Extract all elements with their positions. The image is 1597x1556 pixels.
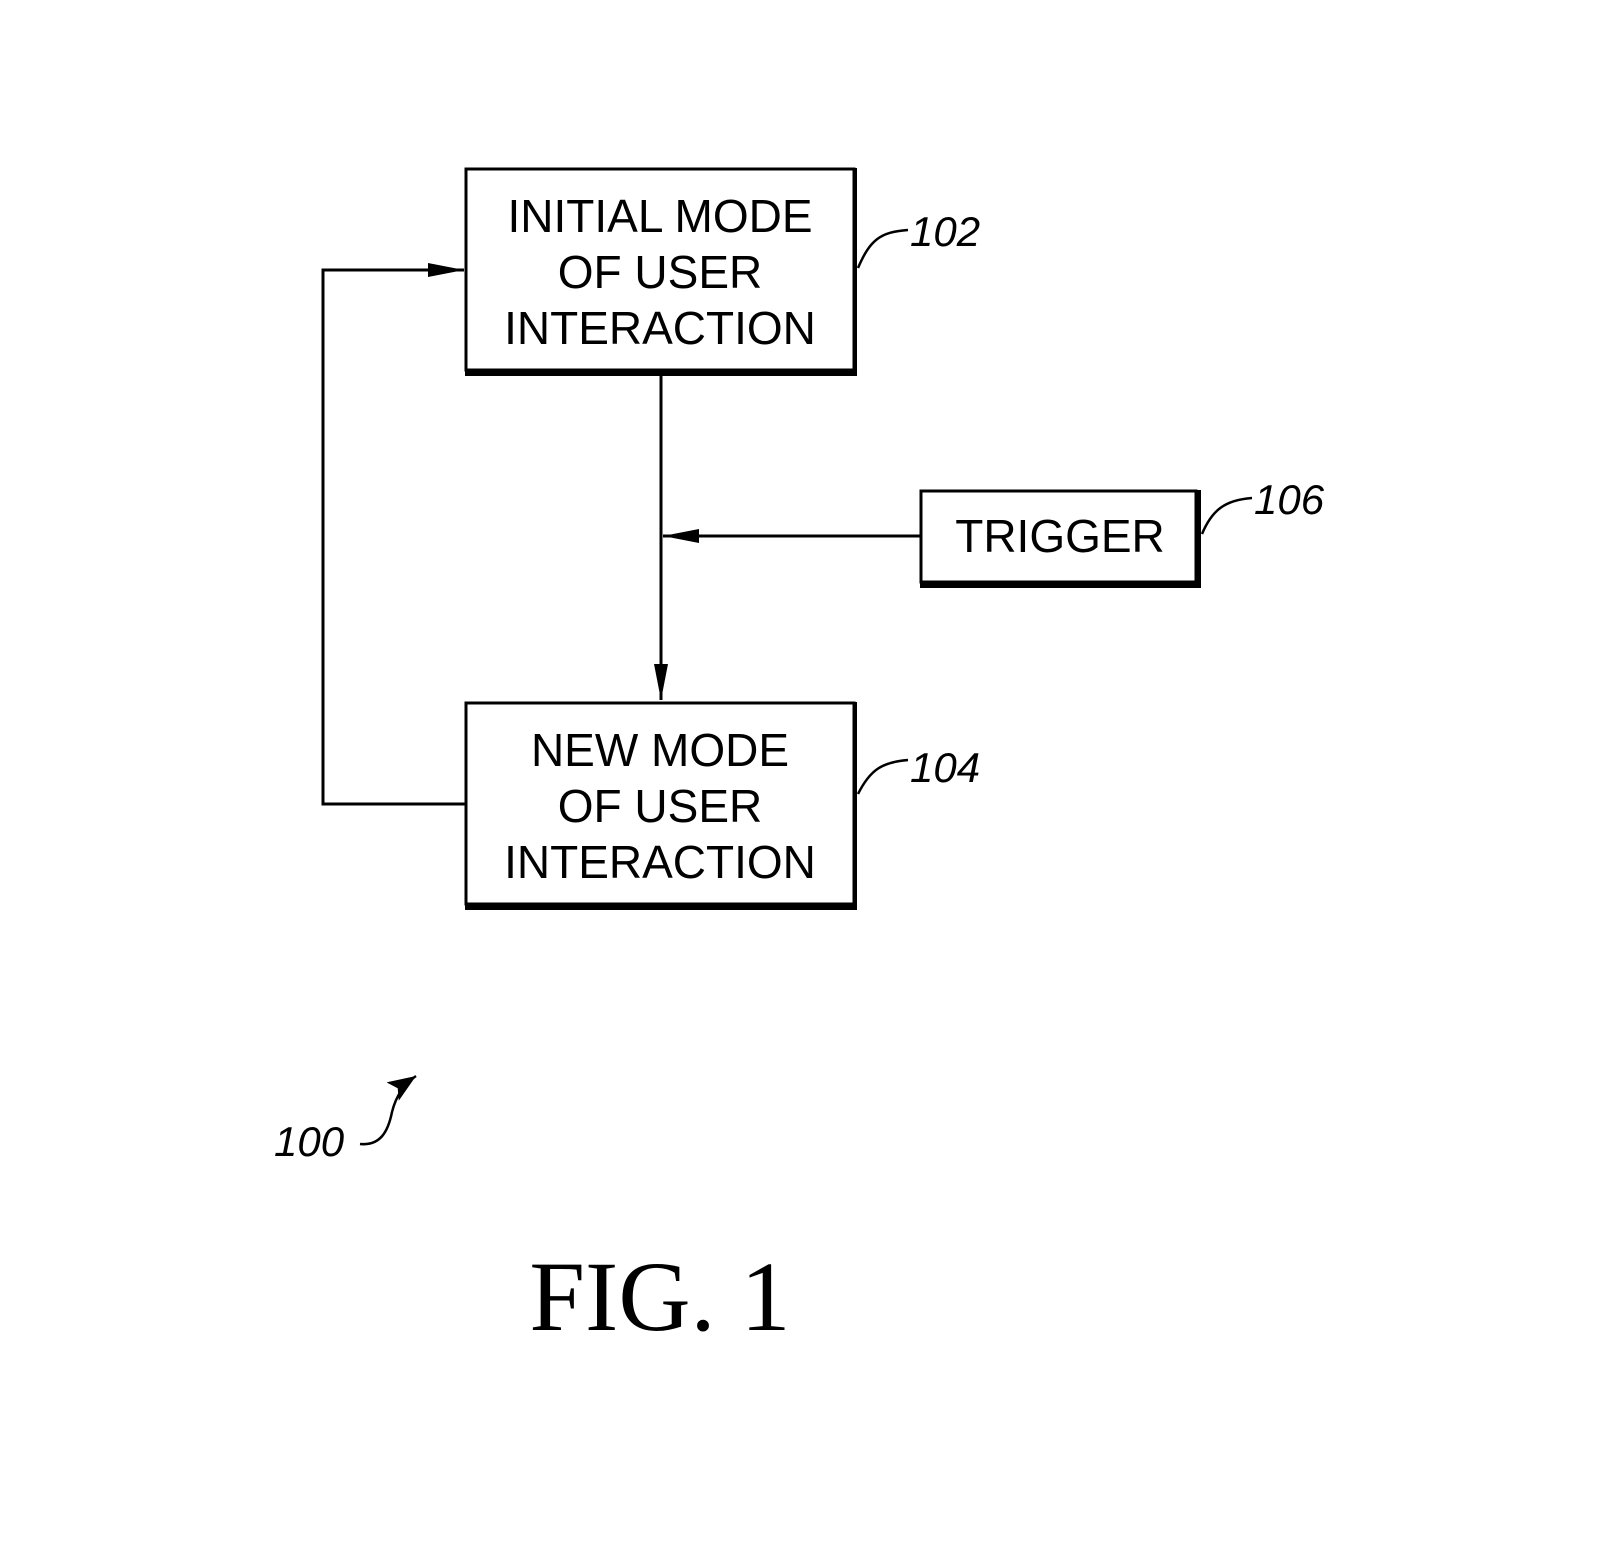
ref-106-leader (1202, 498, 1252, 534)
ref-100-arrow (360, 1076, 416, 1144)
figure-label: FIG. 1 (529, 1241, 790, 1352)
ref-106-label: 106 (1254, 476, 1325, 523)
trigger-box: TRIGGER (920, 490, 1201, 588)
ref-102-label: 102 (910, 208, 980, 255)
ref-104-label: 104 (910, 744, 980, 791)
ref-104: 104 (858, 744, 980, 794)
ref-102: 102 (858, 208, 980, 268)
feedback-loop-arrow (323, 270, 466, 804)
initial-mode-box: INITIAL MODE OF USER INTERACTION (465, 168, 857, 376)
new-mode-line-1: NEW MODE (531, 724, 789, 776)
ref-104-leader (858, 760, 908, 794)
trigger-label: TRIGGER (955, 510, 1165, 562)
ref-102-leader (858, 230, 908, 268)
ref-106: 106 (1202, 476, 1325, 534)
new-mode-line-3: INTERACTION (504, 836, 816, 888)
new-mode-box: NEW MODE OF USER INTERACTION (465, 702, 857, 910)
new-mode-line-2: OF USER (558, 780, 762, 832)
ref-100: 100 (274, 1076, 416, 1165)
initial-mode-line-3: INTERACTION (504, 302, 816, 354)
initial-mode-line-2: OF USER (558, 246, 762, 298)
ref-100-label: 100 (274, 1118, 345, 1165)
initial-mode-line-1: INITIAL MODE (508, 190, 813, 242)
